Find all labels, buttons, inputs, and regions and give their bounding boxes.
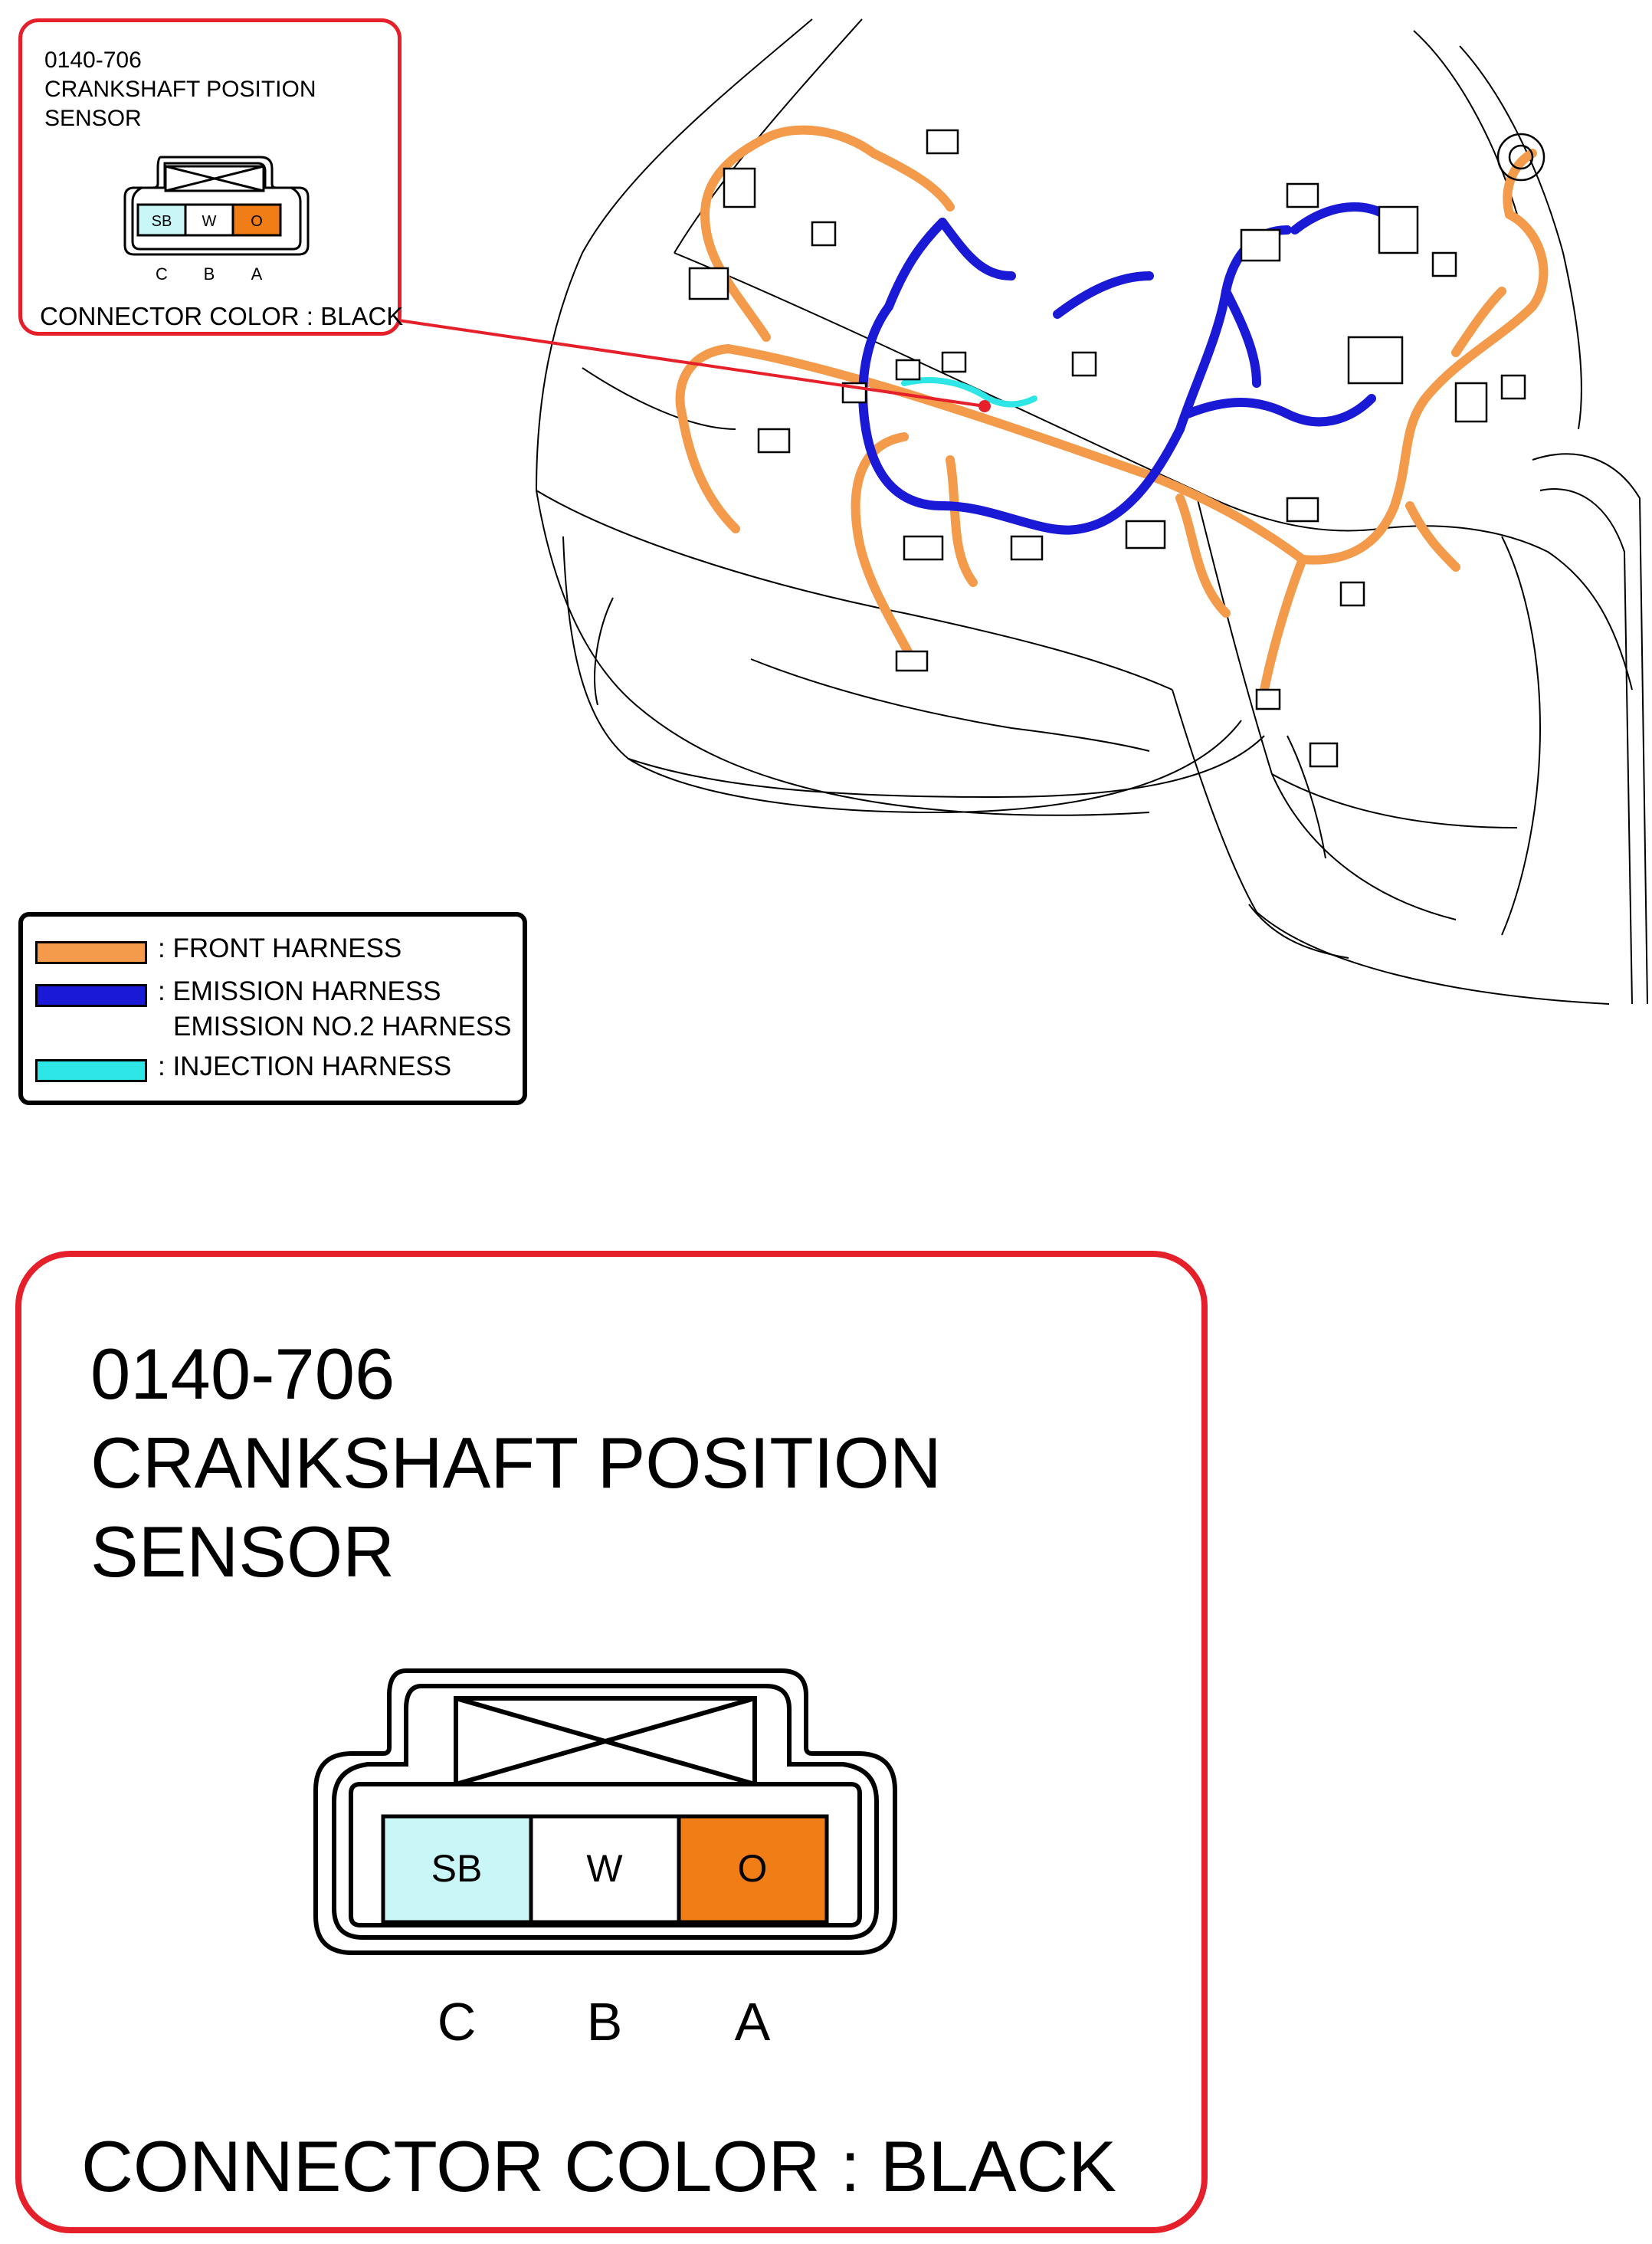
- small-connector-code: 0140-706: [44, 48, 142, 73]
- grommet: [1496, 133, 1545, 182]
- small-connector-name-line1: CRANKSHAFT POSITION: [44, 77, 316, 102]
- terminal-c-label: C: [438, 1992, 477, 2052]
- small-pin-a-wire: O: [251, 213, 263, 230]
- large-connector-diagram: SB W O C B A: [313, 1668, 897, 2052]
- small-connector-color: CONNECTOR COLOR : BLACK: [40, 302, 404, 330]
- harness-legend: : FRONT HARNESS : EMISSION HARNESS EMISS…: [18, 912, 527, 1105]
- emission-no2-harness-label: EMISSION NO.2 HARNESS: [173, 1012, 512, 1042]
- pin-b-wire-color: W: [586, 1847, 623, 1890]
- terminal-a-label: A: [735, 1992, 771, 2052]
- emission-harness-label: : EMISSION HARNESS: [158, 976, 441, 1006]
- small-connector-name-line2: SENSOR: [44, 106, 142, 131]
- emission-harness-swatch: [35, 984, 147, 1007]
- emission-harness: [858, 202, 1407, 535]
- small-terminal-a: A: [251, 264, 263, 284]
- pin-c-wire-color: SB: [431, 1847, 483, 1890]
- injection-harness-label: : INJECTION HARNESS: [158, 1051, 452, 1081]
- callout-leader-line: [398, 319, 991, 412]
- large-connector-title: 0140-706 CRANKSHAFT POSITION SENSOR: [90, 1330, 942, 1596]
- small-terminal-c: C: [156, 264, 168, 284]
- terminal-b-label: B: [587, 1992, 623, 2052]
- small-terminal-b: B: [204, 264, 215, 284]
- large-connector-name-line2: SENSOR: [90, 1511, 395, 1592]
- injection-harness: [901, 377, 1037, 408]
- large-connector-name-line1: CRANKSHAFT POSITION: [90, 1422, 942, 1503]
- injection-harness-swatch: [35, 1059, 147, 1082]
- small-connector-diagram: SB W O C B A: [123, 156, 310, 284]
- connector-blocks: [688, 129, 1526, 768]
- large-connector-code: 0140-706: [90, 1334, 395, 1414]
- pin-a-cell: [677, 1814, 829, 1924]
- small-pin-b-wire: W: [202, 213, 217, 230]
- engine-bay-illustration: [398, 18, 1648, 1005]
- car-body-outline: [535, 18, 1648, 1005]
- pin-a-wire-color: O: [738, 1847, 768, 1890]
- small-pin-c-wire: SB: [152, 213, 172, 230]
- front-harness-swatch: [35, 941, 147, 964]
- small-connector-title: 0140-706 CRANKSHAFT POSITION SENSOR: [44, 46, 316, 133]
- small-pin-a-cell: [231, 203, 282, 237]
- large-connector-color: CONNECTOR COLOR : BLACK: [81, 2126, 1117, 2206]
- front-harness-label: : FRONT HARNESS: [158, 933, 402, 963]
